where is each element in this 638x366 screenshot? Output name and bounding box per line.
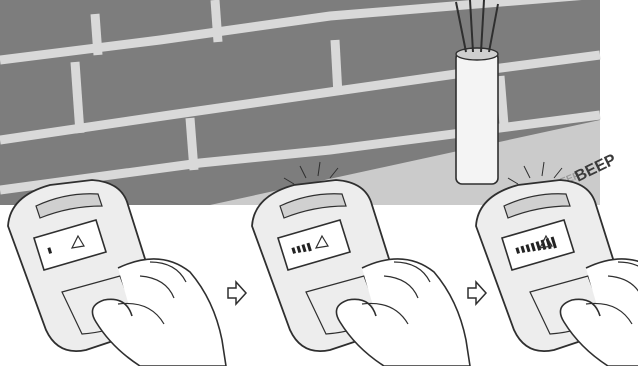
signal-bar: [515, 247, 521, 254]
finger-lines: [585, 261, 638, 325]
warning-icon: [314, 234, 329, 249]
finger-lines: [117, 261, 187, 325]
detector-display: [32, 219, 108, 271]
signal-bar: [291, 247, 297, 254]
signal-bar: [306, 242, 312, 252]
detection-sparkle: [283, 161, 339, 185]
step-1-device: [7, 179, 227, 366]
brick-wall: [0, 0, 601, 205]
holding-hand: [91, 258, 227, 366]
signal-bar: [550, 236, 557, 249]
warning-icon: [70, 234, 85, 249]
sensor-head: [503, 193, 571, 219]
signal-bar: [530, 242, 536, 252]
signal-bar: [520, 245, 526, 254]
detection-sparkle: [507, 161, 563, 185]
step-arrow: [467, 280, 488, 306]
signal-bar: [296, 245, 302, 254]
holding-hand: [559, 258, 638, 366]
detector-display: [276, 219, 352, 271]
sensor-head: [279, 193, 347, 219]
signal-bar: [47, 247, 53, 254]
finger-lines: [361, 261, 431, 325]
step-3-device: [475, 161, 638, 366]
step-2-device: [251, 161, 471, 366]
sensor-head: [35, 193, 103, 219]
signal-bar: [525, 244, 531, 253]
pipe-and-wires: [455, 0, 499, 185]
holding-hand: [335, 258, 471, 366]
step-arrow: [227, 280, 248, 306]
signal-bar: [301, 244, 307, 253]
warning-icon: [538, 234, 553, 249]
